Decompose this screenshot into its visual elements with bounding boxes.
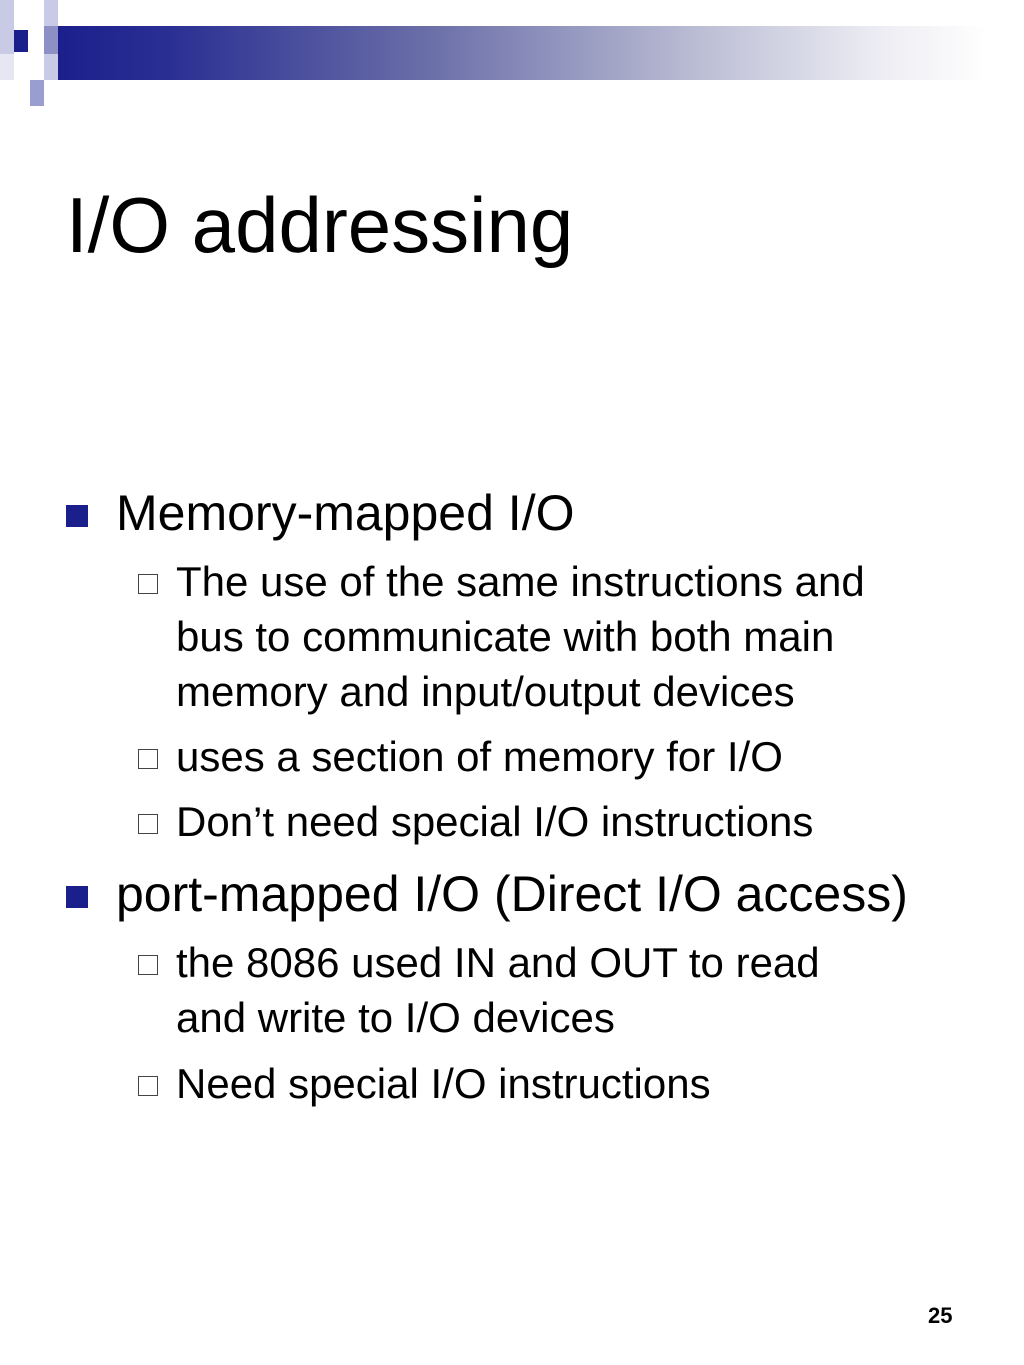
header-decor-square — [44, 26, 58, 54]
header-decor-square — [0, 54, 14, 80]
header-decor-square — [44, 54, 58, 80]
header-decor-square — [14, 30, 28, 52]
header-decor-square — [30, 26, 44, 54]
filled-square-bullet-icon — [66, 886, 88, 908]
sub-bullet-text: The use of the same instructions and bus… — [176, 558, 865, 715]
filled-square-bullet-icon — [66, 505, 88, 527]
header-decor-square — [44, 0, 58, 26]
sub-bullet-text: Need special I/O instructions — [176, 1060, 711, 1107]
header-decor-square — [14, 0, 44, 26]
header-decor-square — [0, 0, 14, 26]
header-gradient-bar — [58, 26, 988, 80]
bullet-text: Memory-mapped I/O — [116, 485, 575, 541]
hollow-square-bullet-icon — [138, 814, 158, 834]
hollow-square-bullet-icon — [138, 749, 158, 769]
header-decor-square — [14, 54, 30, 80]
sub-bullet-text: Don’t need special I/O instructions — [176, 798, 814, 845]
hollow-square-bullet-icon — [138, 1076, 158, 1096]
sub-bullet-text: uses a section of memory for I/O — [176, 733, 783, 780]
bullet-text: port-mapped I/O (Direct I/O access) — [116, 866, 908, 922]
page-number: 25 — [928, 1303, 953, 1328]
hollow-square-bullet-icon — [138, 955, 158, 975]
slide-title: I/O addressing — [66, 181, 574, 269]
header-decor-square — [30, 80, 44, 106]
sub-bullet-text: the 8086 used IN and OUT to read and wri… — [176, 939, 820, 1041]
header-decor-square — [0, 26, 14, 54]
hollow-square-bullet-icon — [138, 574, 158, 594]
